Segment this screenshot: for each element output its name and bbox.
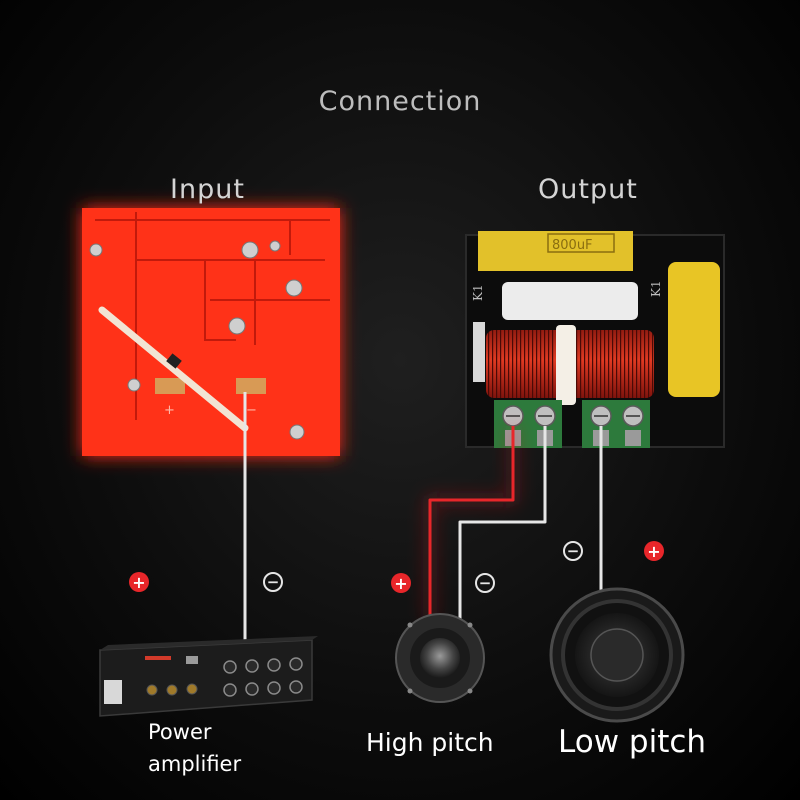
amp-power-switch xyxy=(104,680,122,704)
amp-usb-port xyxy=(186,656,198,664)
input-minus-mark: − xyxy=(246,403,257,418)
amp-minus-symbol: − xyxy=(263,572,283,592)
svg-text:−: − xyxy=(479,574,492,592)
woofer-speaker xyxy=(549,587,685,723)
input-plus-mark: + xyxy=(164,403,175,418)
k1-mark-right: K1 xyxy=(649,280,663,297)
output-crossover-board: 800uF K1 K1 xyxy=(465,231,725,448)
amp-knobs xyxy=(223,657,303,697)
output-label: Output xyxy=(538,174,638,205)
svg-text:−: − xyxy=(567,542,580,560)
cable-tie-head xyxy=(166,353,182,369)
k1-mark-left: K1 xyxy=(471,284,485,301)
coil-bracket xyxy=(473,322,485,382)
high-pitch-label: High pitch xyxy=(366,728,494,757)
amp-plus-symbol: + xyxy=(129,572,149,592)
white-resistor xyxy=(502,282,638,320)
low-pitch-label: Low pitch xyxy=(558,724,707,760)
connection-wires xyxy=(165,392,635,648)
tweeter-minus-symbol: − xyxy=(475,573,495,593)
capacitor-marking: 800uF xyxy=(552,238,593,253)
tweeter-positive-wire xyxy=(428,426,515,622)
input-label: Input xyxy=(170,174,245,205)
tweeter-speaker xyxy=(395,613,485,703)
output-terminal-blocks xyxy=(494,400,650,448)
solder-points xyxy=(89,240,305,440)
input-pad-negative xyxy=(236,378,266,394)
capacitor-side xyxy=(668,262,720,397)
capacitor-top xyxy=(478,231,633,271)
svg-text:−: − xyxy=(267,573,280,591)
tweeter-negative-wire xyxy=(458,426,547,622)
input-pad-positive xyxy=(155,378,185,394)
woofer-minus-symbol: − xyxy=(563,541,583,561)
tweeter-plus-symbol: + xyxy=(391,573,411,593)
input-crossover-board: + − xyxy=(82,208,340,456)
diagram-title: Connection xyxy=(318,86,482,117)
cable-tie xyxy=(98,306,249,432)
svg-text:+: + xyxy=(394,574,407,593)
power-amplifier-label: Power amplifier xyxy=(148,720,242,776)
svg-text:+: + xyxy=(647,542,660,561)
coil-tie xyxy=(556,325,576,405)
svg-text:+: + xyxy=(132,573,145,592)
woofer-plus-symbol: + xyxy=(644,541,664,561)
power-amplifier-device xyxy=(99,636,318,717)
